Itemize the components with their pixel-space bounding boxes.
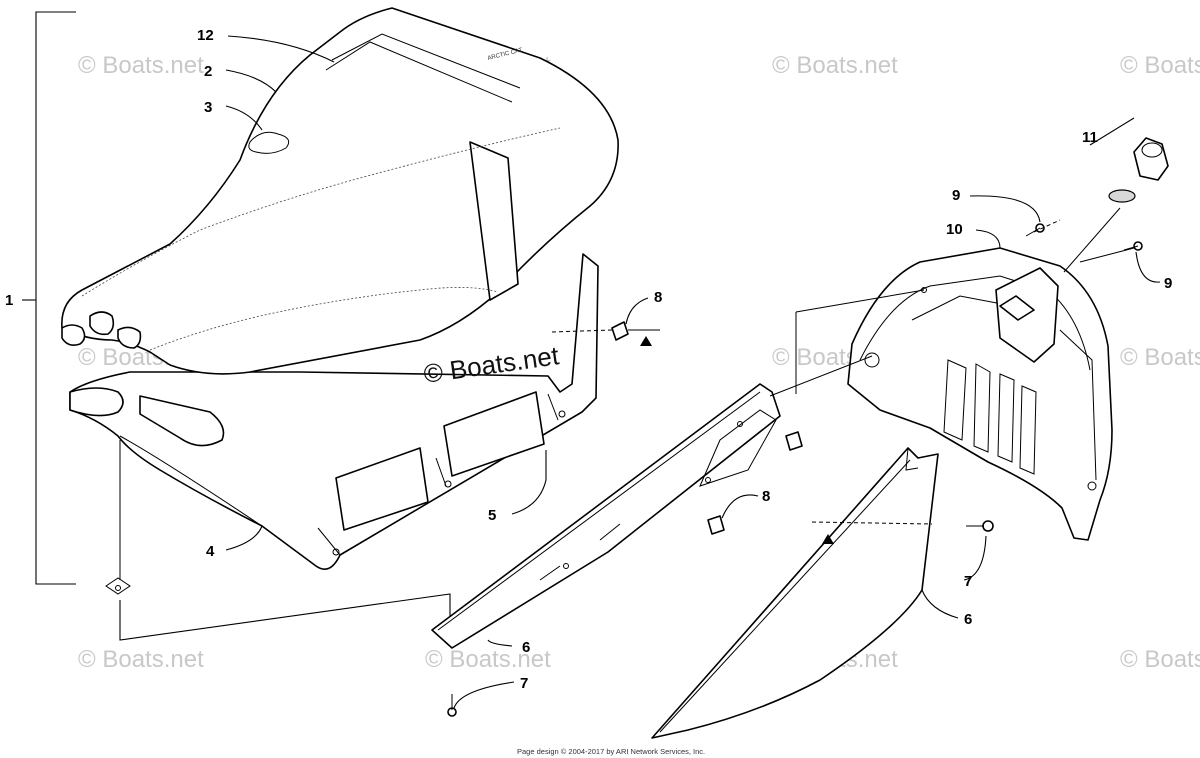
page-footer: Page design © 2004-2017 by ARI Network S… bbox=[517, 747, 705, 756]
watermark: © Boats.net bbox=[1120, 344, 1200, 371]
clip-nut-8-mid bbox=[785, 431, 803, 451]
watermark: © Boats.net bbox=[425, 646, 551, 673]
rear-storage bbox=[847, 247, 1113, 541]
side-panel-right bbox=[651, 447, 939, 739]
watermark: © Boats.net bbox=[78, 646, 204, 673]
callouts: 1 2 3 4 5 6 6 7 7 8 8 9 9 10 11 12 bbox=[5, 27, 1172, 692]
callout-2: 2 bbox=[204, 63, 212, 80]
callout-8-lower: 8 bbox=[762, 488, 770, 505]
assembly-bracket bbox=[22, 11, 76, 585]
watermark: © Boats.net bbox=[1120, 646, 1200, 673]
callout-11: 11 bbox=[1082, 129, 1098, 146]
accessory-outlet bbox=[1089, 117, 1169, 203]
callout-4: 4 bbox=[206, 543, 215, 560]
arrow-marker bbox=[640, 336, 652, 346]
watermark: © Boats.net bbox=[1120, 52, 1200, 79]
fasteners bbox=[447, 223, 1143, 717]
callout-1: 1 bbox=[5, 292, 13, 309]
callout-9-right: 9 bbox=[1164, 275, 1172, 292]
callout-7-right: 7 bbox=[964, 573, 972, 590]
seat-cushion: ARCTIC CAT bbox=[61, 7, 619, 375]
alignment-lines bbox=[551, 207, 1135, 544]
callout-10: 10 bbox=[946, 221, 963, 238]
callout-12: 12 bbox=[197, 27, 214, 44]
seat-base bbox=[69, 253, 599, 570]
clip-nut-8-upper bbox=[611, 321, 629, 341]
callout-5: 5 bbox=[488, 507, 496, 524]
side-rail-left bbox=[431, 383, 781, 649]
callout-9-upper: 9 bbox=[952, 187, 960, 204]
callout-7-lower: 7 bbox=[520, 675, 528, 692]
rivet-7-right bbox=[982, 520, 994, 532]
watermark: © Boats.net bbox=[772, 52, 898, 79]
clip-nut-8-lower bbox=[707, 515, 725, 535]
callout-6-left: 6 bbox=[522, 639, 530, 656]
watermark: © Boats.net bbox=[78, 52, 204, 79]
callout-6-right: 6 bbox=[964, 611, 972, 628]
callout-8-upper: 8 bbox=[654, 289, 662, 306]
callout-3: 3 bbox=[204, 99, 212, 116]
leader-lines bbox=[225, 35, 1161, 709]
arrow-marker bbox=[822, 534, 834, 544]
